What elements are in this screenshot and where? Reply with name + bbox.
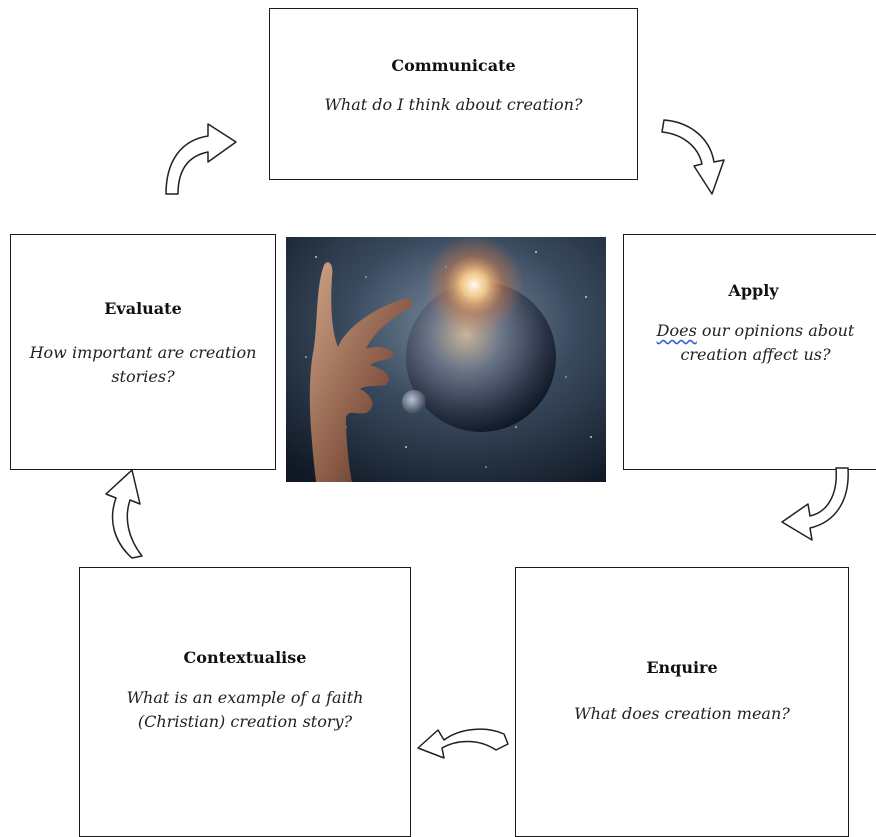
contextualise-title: Contextualise — [183, 648, 307, 667]
evaluate-title: Evaluate — [104, 299, 182, 318]
curved-arrow-down-right-icon — [661, 119, 725, 195]
spellcheck-word: Does — [656, 321, 697, 340]
enquire-box: Enquire What does creation mean? — [515, 567, 849, 837]
contextualise-box: Contextualise What is an example of a fa… — [79, 567, 411, 837]
curved-arrow-down-left-icon — [781, 467, 849, 541]
apply-title: Apply — [728, 281, 779, 300]
contextualise-question: What is an example of a faith (Christian… — [126, 688, 364, 731]
communicate-box: Communicate What do I think about creati… — [269, 8, 638, 180]
hand-reaching-planet-icon — [286, 237, 606, 482]
evaluate-box: Evaluate How important are creation stor… — [10, 234, 276, 470]
apply-box: Apply Does our opinions about creation a… — [623, 234, 876, 470]
apply-question: Does our opinions about creation affect … — [644, 319, 867, 367]
curved-arrow-up-right-icon — [165, 123, 237, 195]
evaluate-question: How important are creation stories? — [29, 343, 257, 386]
enquire-question: What does creation mean? — [574, 704, 790, 723]
communicate-question: What do I think about creation? — [324, 95, 583, 114]
enquire-title: Enquire — [646, 658, 718, 677]
apply-question-rest: our opinions about creation affect us? — [680, 321, 855, 364]
communicate-title: Communicate — [391, 56, 516, 75]
curved-arrow-left-icon — [417, 728, 509, 759]
curved-arrow-up-icon — [105, 469, 143, 559]
